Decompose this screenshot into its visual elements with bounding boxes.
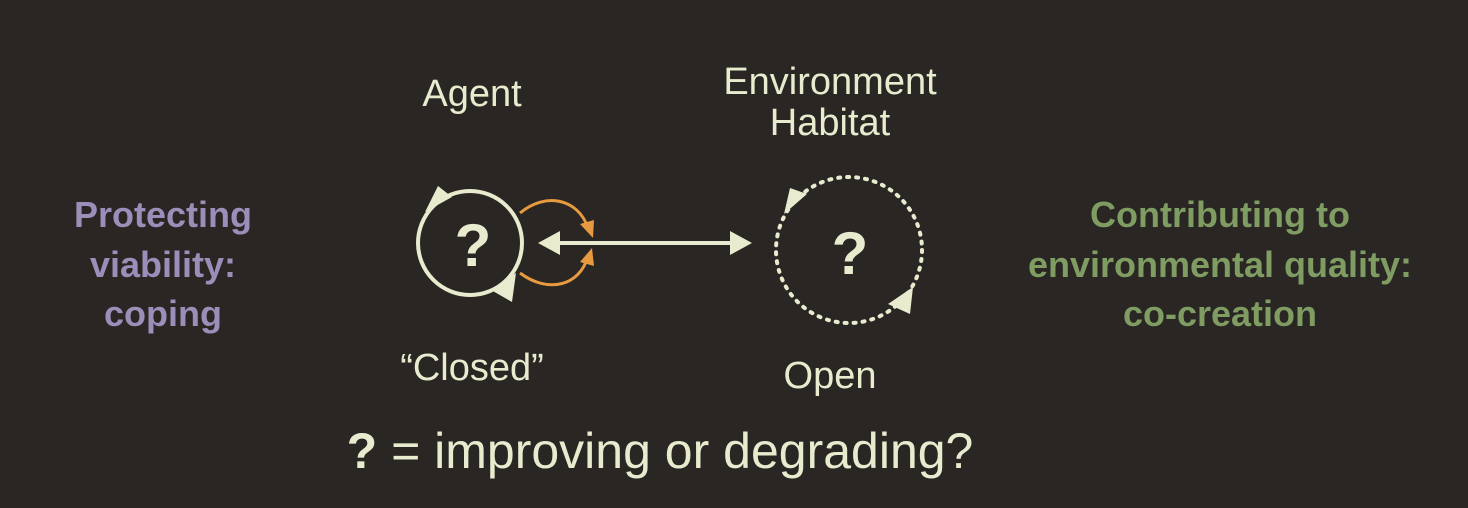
cocreation-caption-line2: environmental quality: — [1027, 243, 1413, 285]
closed-label: “Closed” — [400, 347, 544, 389]
open-cycle-arrowhead-bottom — [888, 287, 913, 314]
environment-question-mark: ? — [832, 220, 869, 287]
cycle-arrowhead-bottom — [491, 273, 516, 302]
environment-label-line2: Habitat — [769, 102, 891, 145]
coping-caption-line2: viability: — [89, 243, 237, 285]
agent-question-mark: ? — [455, 212, 492, 279]
legend-text: = improving or degrading? — [377, 423, 974, 479]
cycle-arrowhead-top — [425, 186, 452, 212]
cocreation-caption-line3: co-creation — [1122, 293, 1318, 335]
feedback-arrows-icon — [519, 199, 594, 287]
open-cycle-arrowhead-top — [784, 188, 807, 214]
environment-label: Environment Habitat — [680, 61, 980, 145]
coping-caption-line1: Protecting — [73, 194, 252, 235]
legend: ? = improving or degrading? — [260, 424, 1060, 478]
environment-label-line1: Environment — [723, 61, 937, 103]
coping-caption: Protecting viability: coping — [40, 190, 286, 339]
closed-cycle-icon — [416, 186, 524, 302]
open-label: Open — [783, 355, 877, 397]
cocreation-caption-line1: Contributing to — [1090, 194, 1350, 235]
legend-symbol: ? — [346, 423, 378, 479]
coping-caption-line3: coping — [104, 293, 222, 335]
bidirectional-arrow-icon — [538, 231, 752, 255]
cocreation-caption: Contributing to environmental quality: c… — [985, 190, 1455, 339]
agent-label: Agent — [422, 73, 522, 115]
open-cycle-icon — [774, 175, 924, 325]
